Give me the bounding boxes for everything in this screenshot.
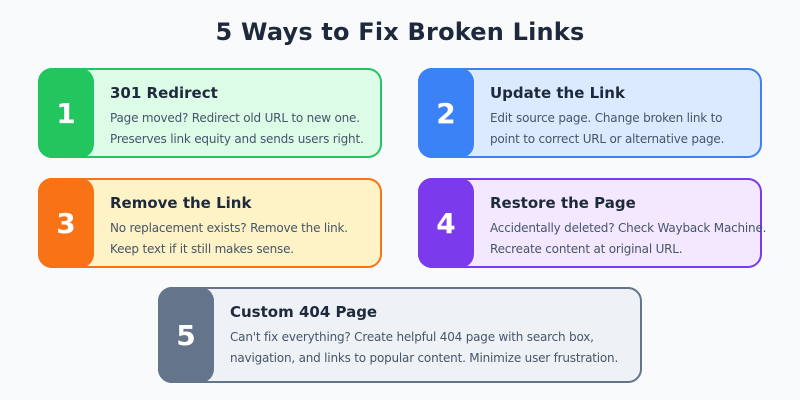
card-custom-404-page: 5 Custom 404 Page Can't fix everything? … (158, 287, 642, 383)
card-description-line: Accidentally deleted? Check Wayback Mach… (490, 221, 767, 235)
badge-number: 2 (436, 96, 456, 130)
number-badge: 5 (158, 287, 214, 383)
card-description-line: Edit source page. Change broken link to (490, 111, 723, 125)
number-badge: 2 (418, 68, 474, 158)
card-remove-the-link: 3 Remove the Link No replacement exists?… (38, 178, 382, 268)
card-content: 301 Redirect Page moved? Redirect old UR… (110, 84, 372, 150)
badge-number: 3 (56, 206, 76, 240)
card-update-the-link: 2 Update the Link Edit source page. Chan… (418, 68, 762, 158)
badge-number: 5 (176, 318, 196, 352)
card-restore-the-page: 4 Restore the Page Accidentally deleted?… (418, 178, 767, 268)
card-description-line: Can't fix everything? Create helpful 404… (230, 330, 594, 344)
card-description-line: Recreate content at original URL. (490, 242, 683, 256)
badge-number: 1 (56, 96, 76, 130)
card-content: Custom 404 Page Can't fix everything? Cr… (230, 303, 632, 369)
card-title: Update the Link (490, 84, 625, 102)
card-content: Update the Link Edit source page. Change… (490, 84, 752, 150)
card-description-line: Page moved? Redirect old URL to new one. (110, 111, 360, 125)
card-content: Remove the Link No replacement exists? R… (110, 194, 372, 260)
number-badge: 4 (418, 178, 474, 268)
card-description-line: No replacement exists? Remove the link. (110, 221, 348, 235)
card-description-line: navigation, and links to popular content… (230, 351, 619, 365)
card-description-line: Preserves link equity and sends users ri… (110, 132, 364, 146)
card-description-line: Keep text if it still makes sense. (110, 242, 294, 256)
number-badge: 1 (38, 68, 94, 158)
badge-number: 4 (436, 206, 456, 240)
card-description-line: point to correct URL or alternative page… (490, 132, 725, 146)
card-title: Remove the Link (110, 194, 252, 212)
card-301-redirect: 1 301 Redirect Page moved? Redirect old … (38, 68, 382, 158)
card-title: Restore the Page (490, 194, 636, 212)
number-badge: 3 (38, 178, 94, 268)
page-title: 5 Ways to Fix Broken Links (215, 18, 585, 46)
card-title: Custom 404 Page (230, 303, 378, 321)
card-content: Restore the Page Accidentally deleted? C… (490, 194, 767, 260)
card-title: 301 Redirect (110, 84, 218, 102)
